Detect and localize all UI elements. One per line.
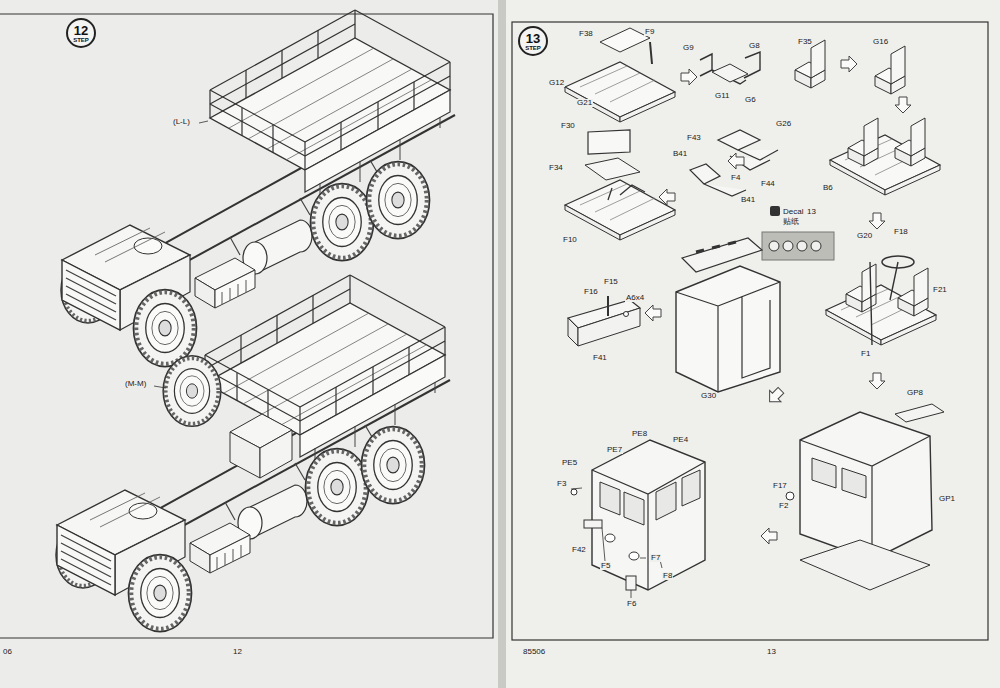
page-number: 06 [2,648,13,656]
part-number: A6x4 [625,294,645,302]
part-number: F42 [571,546,587,554]
part-number: B41 [740,196,756,204]
part-number: GP8 [906,389,924,397]
part-number: F6 [626,600,637,608]
part-number: F5 [600,562,611,570]
part-number: F34 [548,164,564,172]
part-number: F15 [603,278,619,286]
part-number: F35 [797,38,813,46]
part-number: PE7 [606,446,623,454]
part-number: F18 [893,228,909,236]
part-number: F4 [730,174,741,182]
part-number: 13 [806,208,817,216]
page-number: 85506 [522,648,546,656]
part-number: G6 [744,96,757,104]
part-number: F21 [932,286,948,294]
assembly-ref: (M-M) [124,380,147,388]
step-number: 13 [526,32,540,45]
step-badge: 13STEP [518,26,548,56]
step-word: STEP [525,45,541,51]
part-number: B41 [672,150,688,158]
part-number: GP1 [938,495,956,503]
part-number: F30 [560,122,576,130]
part-number: B6 [822,184,834,192]
part-number: G8 [748,42,761,50]
part-number: G16 [872,38,889,46]
page-number: 13 [766,648,777,656]
part-number: G11 [714,92,731,100]
part-number: G26 [775,120,792,128]
part-number: F2 [778,502,789,510]
part-number: F1 [860,350,871,358]
part-number: F10 [562,236,578,244]
page-number: 12 [232,648,243,656]
part-number: F9 [644,28,655,36]
part-number: F3 [556,480,567,488]
part-number: G20 [856,232,873,240]
part-number: Decal [782,208,804,216]
part-number: PE4 [672,436,689,444]
step-number: 12 [74,24,88,37]
part-number: G21 [576,99,593,107]
part-number: PE8 [631,430,648,438]
part-number: F8 [662,572,673,580]
part-number: PE5 [561,459,578,467]
part-number: F43 [686,134,702,142]
part-number: F16 [583,288,599,296]
part-number: G12 [548,79,565,87]
part-number: F44 [760,180,776,188]
part-number: G30 [700,392,717,400]
assembly-ref: (L-L) [172,118,191,126]
part-number: F7 [650,554,661,562]
part-number: G9 [682,44,695,52]
part-number: 贴纸 [782,218,800,226]
step-badge: 12STEP [66,18,96,48]
part-number: F38 [578,30,594,38]
part-number: F41 [592,354,608,362]
step-word: STEP [73,37,89,43]
part-number: F17 [772,482,788,490]
